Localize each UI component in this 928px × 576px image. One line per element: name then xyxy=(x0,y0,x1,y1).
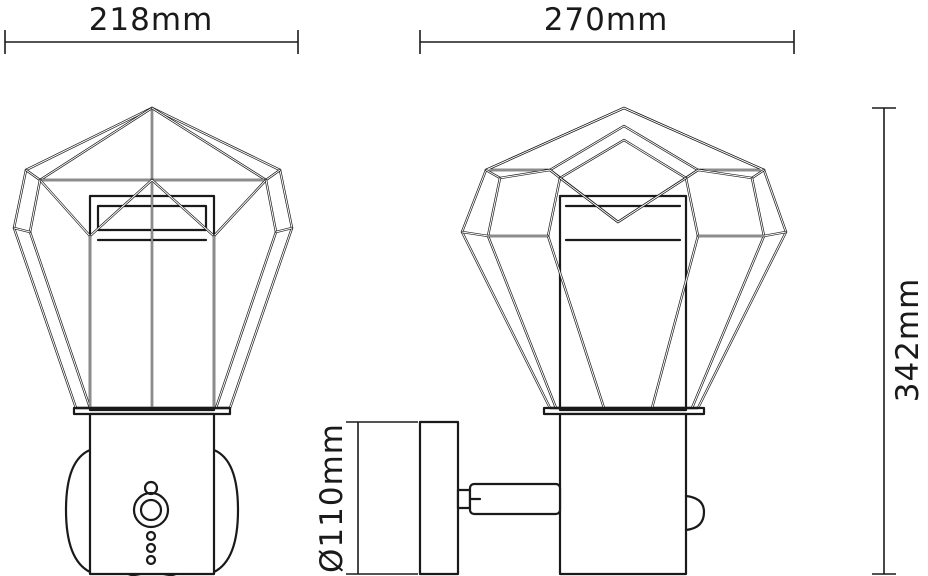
front-cage-wire-9-highlight xyxy=(89,235,215,409)
side-cage-wire-6-highlight xyxy=(651,177,699,409)
front-cage-wire-6-highlight xyxy=(29,179,91,409)
sensor-control-dots xyxy=(145,530,157,566)
front-base xyxy=(64,412,240,576)
side-cage-wire-7-highlight xyxy=(691,177,765,409)
dimension-label-width-front: 218mm xyxy=(89,2,214,38)
side-body xyxy=(558,412,688,576)
side-cage-wire-8-highlight xyxy=(461,231,787,237)
front-cage-wire-8-highlight xyxy=(13,227,293,233)
dimension-base-diameter: Ø110mm xyxy=(314,421,418,575)
front-cage-wire-7 xyxy=(214,178,278,410)
side-cage-wire-0 xyxy=(460,106,788,410)
front-wire-cage xyxy=(12,106,294,410)
dimension-width-front: 218mm xyxy=(4,2,299,54)
side-cage-wire-3-highlight xyxy=(485,139,765,179)
dimension-label-height: 342mm xyxy=(890,278,926,403)
front-cage-wire-5-highlight xyxy=(39,179,267,237)
front-view xyxy=(12,106,294,576)
side-cage-wire-6 xyxy=(650,176,700,410)
side-cage-wire-1-highlight xyxy=(485,107,765,171)
dimension-label-base-diameter: Ø110mm xyxy=(314,423,350,573)
wall-plate xyxy=(418,420,460,576)
side-cage-wire-8 xyxy=(460,230,788,238)
side-cage-wire-5-highlight xyxy=(547,177,605,409)
side-cage-wire-7 xyxy=(690,176,766,410)
side-cage-wire-3 xyxy=(484,138,766,180)
side-sensor-bump xyxy=(684,494,706,532)
side-cage-wire-9-highlight xyxy=(559,177,687,223)
dimension-width-side: 270mm xyxy=(419,2,795,54)
side-wire-cage xyxy=(460,106,788,410)
mount-arm xyxy=(456,482,562,516)
front-cage-wire-6 xyxy=(28,178,92,410)
dimension-label-width-side: 270mm xyxy=(544,2,669,38)
front-cage-wire-7-highlight xyxy=(215,179,277,409)
front-cage-wire-2-highlight xyxy=(39,107,153,181)
side-cage-wire-9 xyxy=(558,176,688,224)
side-inner-housing xyxy=(558,194,688,412)
side-view xyxy=(418,106,788,576)
motion-sensor xyxy=(132,480,170,529)
dimension-height: 342mm xyxy=(872,107,926,575)
side-cage-wire-4-highlight xyxy=(487,177,557,409)
front-cage-wire-3-highlight xyxy=(151,107,267,181)
side-cage-wire-1 xyxy=(484,106,766,172)
side-cage-wire-4 xyxy=(486,176,558,410)
side-cage-wire-5 xyxy=(546,176,606,410)
side-cage-wire-0-highlight xyxy=(461,107,787,409)
